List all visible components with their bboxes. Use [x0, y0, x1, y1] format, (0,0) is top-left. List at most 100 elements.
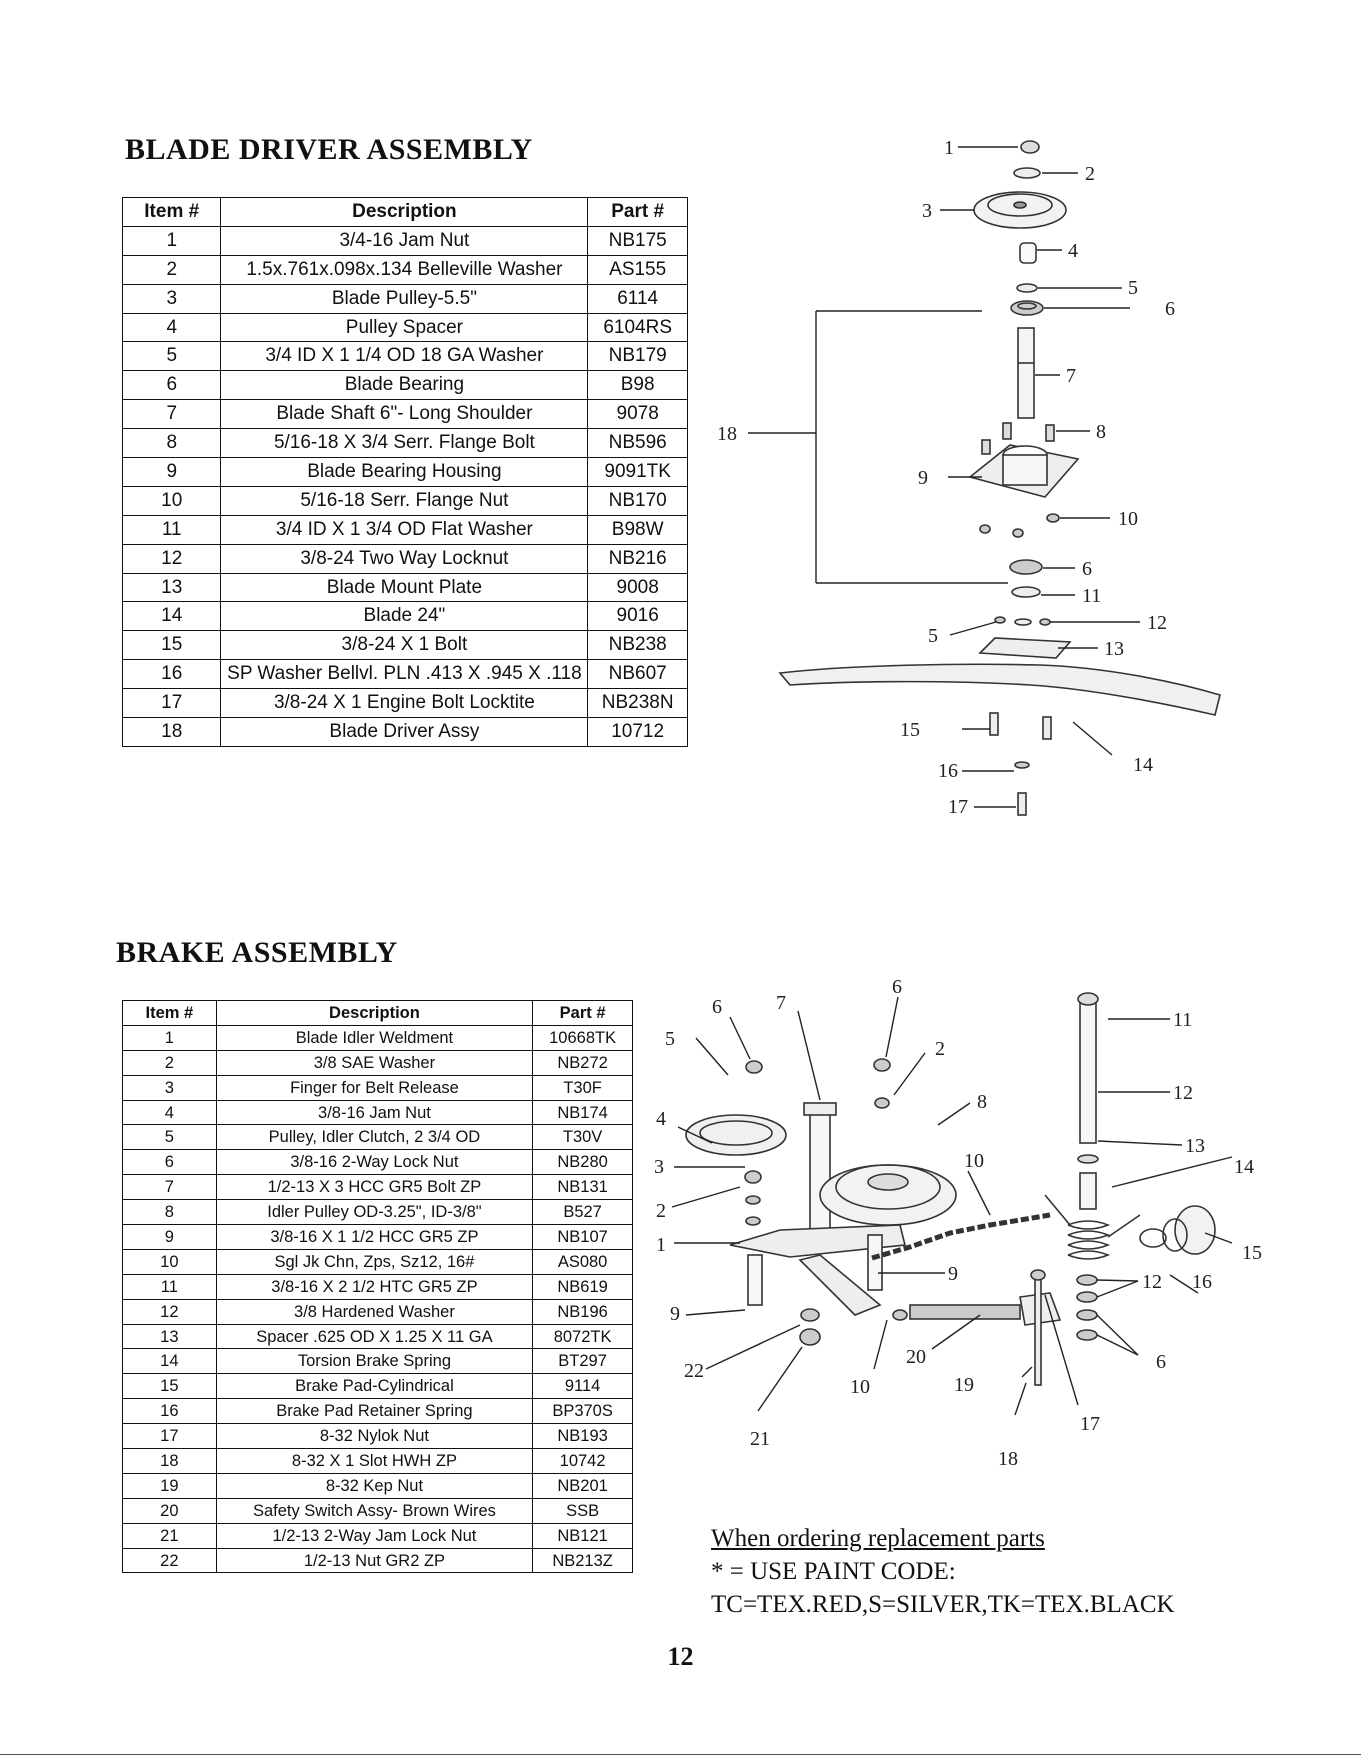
callout-label: 4: [656, 1108, 666, 1130]
callout-label: 15: [1242, 1242, 1262, 1264]
item-cell: 10: [121, 485, 222, 516]
part-number-cell: 10742: [532, 1448, 633, 1474]
description-cell: Torsion Brake Spring: [215, 1348, 534, 1375]
callout-label: 12: [1173, 1082, 1193, 1104]
part-number-cell: NB131: [532, 1174, 633, 1201]
callout-label: 21: [750, 1428, 770, 1450]
description-cell: Blade Pulley-5.5": [220, 283, 589, 314]
callout-label: 2: [1085, 163, 1095, 185]
item-cell: 2: [122, 1049, 217, 1076]
callout-label: 6: [1156, 1351, 1166, 1373]
callout-label: 22: [684, 1360, 704, 1382]
description-cell: SP Washer Bellvl. PLN .413 X .945 X .118: [220, 659, 589, 690]
item-cell: 19: [122, 1472, 217, 1499]
part-number-cell: NB196: [532, 1298, 633, 1325]
callout-label: 1: [944, 137, 954, 159]
item-cell: 15: [121, 630, 222, 661]
callout-label: 5: [928, 625, 938, 647]
part-number-cell: NB280: [532, 1149, 633, 1176]
description-cell: Brake Pad Retainer Spring: [215, 1398, 534, 1425]
callout-label: 8: [1096, 421, 1106, 443]
callout-label: 17: [1080, 1413, 1100, 1435]
callout-label: 7: [776, 992, 786, 1014]
callout-label: 13: [1104, 638, 1124, 660]
col-header-part: Part #: [587, 197, 688, 227]
callout-label: 17: [948, 796, 968, 818]
blade-diagram-parts: [778, 140, 1221, 816]
callout-label: 5: [1128, 277, 1138, 299]
part-number-cell: SSB: [532, 1497, 633, 1524]
paint-code-line: * = USE PAINT CODE:: [711, 1558, 956, 1585]
item-cell: 2: [121, 254, 222, 285]
item-cell: 17: [122, 1423, 217, 1450]
item-cell: 8: [122, 1199, 217, 1226]
callout-label: 1: [656, 1234, 666, 1256]
item-cell: 14: [121, 601, 222, 632]
callout-label: 18: [717, 423, 737, 445]
part-number-cell: NB238: [587, 630, 688, 661]
part-number-cell: 6104RS: [587, 312, 688, 343]
table-header-row: Item # Description Part #: [121, 197, 688, 227]
description-cell: Spacer .625 OD X 1.25 X 11 GA: [215, 1323, 534, 1350]
item-cell: 11: [122, 1273, 217, 1300]
part-number-cell: 10668TK: [532, 1024, 633, 1051]
item-cell: 13: [121, 572, 222, 603]
item-cell: 9: [122, 1224, 217, 1250]
description-cell: 3/8-16 2-Way Lock Nut: [215, 1149, 534, 1176]
callout-label: 10: [964, 1150, 984, 1172]
callout-label: 11: [1173, 1009, 1192, 1031]
description-cell: 3/8-24 X 1 Bolt: [220, 630, 589, 661]
col-header-part: Part #: [532, 1000, 633, 1026]
part-number-cell: AS155: [587, 254, 688, 285]
callout-label: 11: [1082, 585, 1101, 607]
item-cell: 15: [122, 1373, 217, 1400]
col-header-description: Description: [220, 197, 589, 227]
description-cell: 1/2-13 Nut GR2 ZP: [215, 1547, 534, 1574]
description-cell: Blade Shaft 6"- Long Shoulder: [220, 399, 589, 430]
description-cell: Finger for Belt Release: [215, 1074, 534, 1101]
ordering-note-heading: When ordering replacement parts: [711, 1525, 1045, 1552]
item-cell: 21: [122, 1522, 217, 1549]
brake-assembly-diagram: 6 7 6 5 2 11 8 4 12 10 3 13 14 2 1 15 9 …: [654, 976, 1262, 1470]
description-cell: Pulley, Idler Clutch, 2 3/4 OD: [215, 1124, 534, 1151]
part-number-cell: NB201: [532, 1472, 633, 1499]
part-number-cell: NB179: [587, 341, 688, 372]
part-number-cell: B98: [587, 370, 688, 401]
item-cell: 3: [122, 1074, 217, 1101]
part-number-cell: NB121: [532, 1522, 633, 1549]
description-cell: Blade Idler Weldment: [215, 1024, 534, 1051]
part-number-cell: 6114: [587, 283, 688, 314]
item-cell: 7: [122, 1174, 217, 1201]
description-cell: 3/4 ID X 1 3/4 OD Flat Washer: [220, 514, 589, 545]
description-cell: 8-32 Kep Nut: [215, 1472, 534, 1499]
part-number-cell: NB619: [532, 1273, 633, 1300]
description-cell: Sgl Jk Chn, Zps, Sz12, 16#: [215, 1248, 534, 1275]
part-number-cell: NB170: [587, 485, 688, 516]
item-cell: 18: [121, 717, 222, 747]
item-cell: 13: [122, 1323, 217, 1350]
part-number-cell: 9016: [587, 601, 688, 632]
part-number-cell: BP370S: [532, 1398, 633, 1425]
description-cell: Pulley Spacer: [220, 312, 589, 343]
description-cell: Blade 24": [220, 601, 589, 632]
